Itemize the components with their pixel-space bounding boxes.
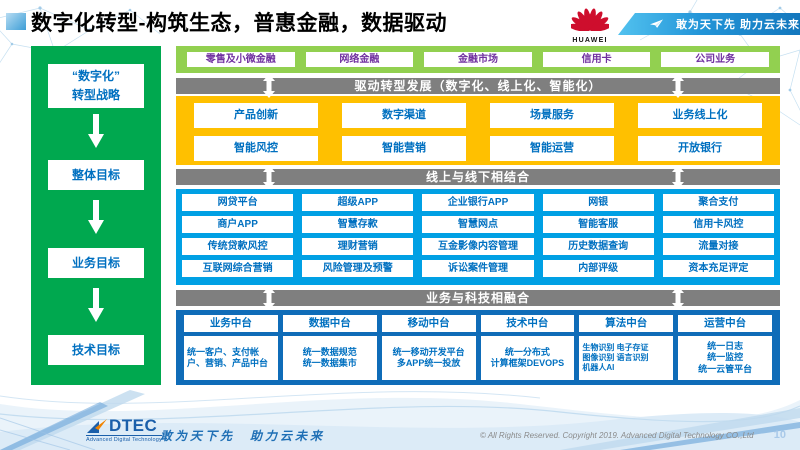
huawei-wordmark: HUAWEI [572,37,608,44]
application-box: 聚合支付 [662,194,774,211]
application-box: 超级APP [302,194,414,211]
transformation-box: 场景服务 [490,103,614,128]
platform-content: 统一移动开发平台 多APP统一投放 [381,336,476,380]
down-arrow-icon [88,288,104,322]
application-box: 互金影像内容管理 [422,238,534,255]
application-box: 商户APP [182,216,294,233]
huawei-flower-icon [568,8,612,32]
application-box: 企业银行APP [422,194,534,211]
slide-title: 数字化转型-构筑生态，普惠金融，数据驱动 [31,12,447,35]
footer-slogan: 敢为天下先 助力云未来 [160,429,326,443]
double-arrow-icon [263,165,276,189]
strategy-panel: “数字化” 转型战略 整体目标 业务目标 技术目标 [31,46,161,385]
down-arrow-icon [88,114,104,148]
wave-pattern-bottom [0,390,800,450]
connector-bar-label: 业务与科技相融合 [425,291,530,305]
double-arrow-icon [671,165,684,189]
application-box: 资本充足评定 [662,260,774,277]
transformation-box: 智能运营 [490,136,614,161]
application-box: 智慧存款 [302,216,414,233]
business-line-box: 公司业务 [661,52,769,67]
application-box: 互联网综合营销 [182,260,294,277]
transformation-box: 开放银行 [638,136,762,161]
platforms-grid: 业务中台 数据中台 移动中台 技术中台 算法中台 运营中台 统一客户、支付帐户、… [176,310,780,385]
connector-bar-tech-fusion: 业务与科技相融合 [176,286,780,310]
connector-bar-online-offline: 线上与线下相结合 [176,165,780,189]
platform-header: 业务中台 [184,315,278,332]
adtec-subtext: Advanced Digital Technology [86,435,162,443]
platform-content: 统一分布式 计算框架DEVOPS [480,336,575,380]
application-box: 流量对接 [662,238,774,255]
transformation-box: 业务线上化 [638,103,762,128]
title-accent-icon [6,13,26,30]
application-box: 历史数据查询 [542,238,654,255]
double-arrow-icon [671,286,684,310]
platform-content: 统一日志 统一监控 统一云管平台 [678,336,772,380]
application-box: 诉讼案件管理 [422,260,534,277]
down-arrow-icon [88,200,104,234]
paper-plane-icon [650,19,663,28]
application-box: 传统贷款风控 [182,238,294,255]
application-box: 网银 [542,194,654,211]
platform-content: 生物识别 电子存证 图像识别 语言识别 机器人AI [579,336,674,380]
transformation-section: 产品创新 数字渠道 场景服务 业务线上化 智能风控 智能营销 智能运营 开放银行 [176,96,780,165]
platform-header: 数据中台 [282,315,377,332]
application-box: 智能客服 [542,216,654,233]
slogan-banner: 敢为天下先 助力云未来 [618,13,800,35]
platform-header: 运营中台 [678,315,772,332]
banner-slogan-text: 敢为天下先 助力云未来 [675,19,800,31]
strategy-box-business-goal: 业务目标 [48,248,144,278]
double-arrow-icon [671,74,684,98]
connector-bar-drive: 驱动转型发展（数字化、线上化、智能化） [176,74,780,98]
adtec-logo: DTEC Advanced Digital Technology [86,416,162,443]
double-arrow-icon [263,74,276,98]
platform-header: 算法中台 [579,315,674,332]
strategy-box-digital-transform: “数字化” 转型战略 [48,64,144,108]
application-box: 理财营销 [302,238,414,255]
business-line-box: 信用卡 [542,52,651,67]
application-box: 风险管理及预警 [302,260,414,277]
business-line-box: 零售及小微金融 [187,52,295,67]
transformation-box: 智能风控 [194,136,318,161]
main-diagram: 零售及小微金融 网络金融 金融市场 信用卡 公司业务 驱动转型发展（数字化、线上… [176,46,780,385]
page-number: 10 [773,429,786,441]
business-line-box: 网络金融 [305,52,414,67]
strategy-box-overall-goal: 整体目标 [48,160,144,190]
transformation-box: 智能营销 [342,136,466,161]
platform-header: 移动中台 [381,315,476,332]
double-arrow-icon [263,286,276,310]
transformation-box: 产品创新 [194,103,318,128]
transformation-box: 数字渠道 [342,103,466,128]
connector-bar-label: 驱动转型发展（数字化、线上化、智能化） [354,79,602,93]
connector-bar-label: 线上与线下相结合 [425,170,530,184]
application-box: 信用卡风控 [662,216,774,233]
adtec-triangle-icon [87,419,107,433]
platform-content: 统一客户、支付帐户、营销、产品中台 [184,336,278,380]
adtec-wordmark: DTEC [109,416,158,435]
application-box: 内部评级 [542,260,654,277]
platform-content: 统一数据规范 统一数据集市 [282,336,377,380]
platform-header: 技术中台 [480,315,575,332]
application-box: 网贷平台 [182,194,294,211]
business-line-box: 金融市场 [424,52,532,67]
copyright-text: © All Rights Reserved. Copyright 2019. A… [480,431,754,440]
strategy-box-tech-goal: 技术目标 [48,335,144,365]
applications-grid: 网贷平台 超级APP 企业银行APP 网银 聚合支付 商户APP 智慧存款 智慧… [176,189,780,285]
business-lines-row: 零售及小微金融 网络金融 金融市场 信用卡 公司业务 [176,46,780,73]
application-box: 智慧网点 [422,216,534,233]
huawei-logo: HUAWEI [566,4,614,44]
